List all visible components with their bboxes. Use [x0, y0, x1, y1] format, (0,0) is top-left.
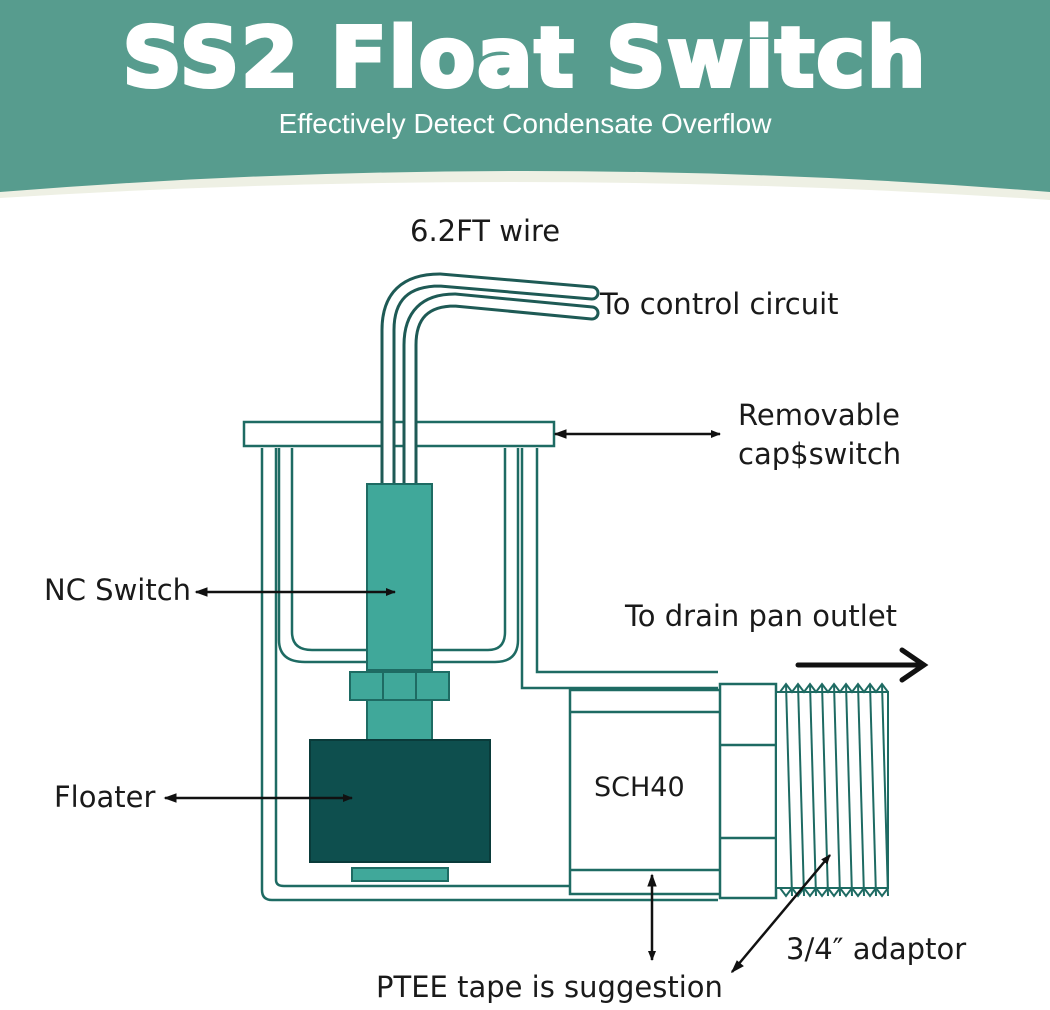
adaptor-arrow-tail	[730, 960, 744, 974]
page-subtitle: Effectively Detect Condensate Overflow	[278, 108, 772, 139]
ptee-arrow-tail	[647, 873, 657, 887]
page-title: SS2 Float Switch	[121, 11, 928, 106]
thread-line	[809, 683, 817, 897]
thread-line	[881, 683, 889, 897]
sch40-coupling	[568, 682, 778, 900]
thread-line	[845, 683, 853, 897]
nc-arrow-tail	[194, 587, 208, 597]
thread-line	[833, 683, 841, 897]
threaded-adaptor	[775, 682, 889, 898]
housing-outer	[260, 448, 718, 902]
label-drain-outlet: To drain pan outlet	[625, 599, 898, 633]
banner-background	[0, 0, 1050, 205]
leader-lines	[165, 430, 831, 973]
thread-line	[785, 683, 793, 897]
label-sch40: SCH40	[594, 772, 685, 803]
thread-line	[797, 683, 805, 897]
label-wire: 6.2FT wire	[410, 214, 561, 248]
floater-block	[309, 739, 491, 863]
switch-stem	[366, 699, 433, 743]
floater-base	[351, 867, 449, 882]
label-removable-line1: Removable	[738, 398, 900, 432]
switch-nut	[349, 671, 450, 701]
adaptor-arrow	[731, 854, 831, 973]
cap-arrow-tail	[553, 429, 567, 439]
thread-line	[869, 683, 877, 897]
label-floater: Floater	[54, 780, 156, 814]
label-control-circuit: To control circuit	[600, 287, 839, 321]
label-ptee-tape: PTEE tape is suggestion	[376, 970, 723, 1004]
label-nc-switch: NC Switch	[44, 573, 192, 607]
floater-arrow-tail	[163, 793, 177, 803]
removable-cap	[242, 420, 556, 448]
drain-outlet-arrow	[795, 647, 929, 683]
nc-switch-body	[366, 483, 433, 671]
thread-line	[857, 683, 865, 897]
label-removable-line2: cap$switch	[738, 437, 902, 471]
header-banner: SS2 Float Switch Effectively Detect Cond…	[0, 0, 1050, 205]
label-adaptor: 3/4″ adaptor	[786, 932, 967, 966]
wire-pair	[380, 272, 600, 492]
